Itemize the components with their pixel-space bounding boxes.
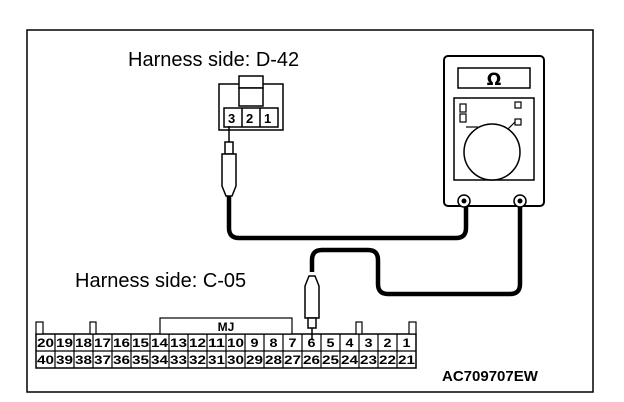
- c05-pin-label: 25: [322, 353, 339, 367]
- c05-pin-label: 12: [189, 336, 206, 350]
- c05-pin-label: 13: [170, 336, 187, 350]
- connector-d42: 3 2 1: [218, 75, 284, 131]
- c05-pin-label: 9: [251, 336, 259, 350]
- c05-pin-label: 4: [346, 336, 354, 350]
- d42-pin-label: 3: [228, 111, 235, 126]
- c05-pin-label: 17: [94, 336, 111, 350]
- c05-pin-label: 31: [208, 353, 225, 367]
- c05-pin-label: 34: [151, 353, 168, 367]
- c05-pin-label: 18: [75, 336, 92, 350]
- c05-pin-label: 14: [151, 336, 168, 350]
- ohm-symbol: Ω: [487, 70, 501, 90]
- harness-c05-label: Harness side: C-05: [75, 270, 246, 292]
- harness-d42-label: Harness side: D-42: [128, 49, 299, 71]
- mj-label: MJ: [218, 320, 235, 334]
- c05-pin-label: 8: [270, 336, 278, 350]
- c05-pin-label: 27: [284, 353, 301, 367]
- c05-pin-label: 24: [341, 353, 358, 367]
- c05-pin-label: 20: [37, 336, 54, 350]
- c05-pin-label: 6: [308, 336, 316, 350]
- test-probe-icon: [221, 126, 237, 197]
- c05-pin-label: 21: [398, 353, 415, 367]
- c05-pin-label: 16: [113, 336, 130, 350]
- diagram-frame: [26, 29, 594, 393]
- wire-d42-to-meter: [226, 196, 469, 241]
- test-probe-icon: [304, 275, 320, 340]
- c05-pin-label: 22: [379, 353, 396, 367]
- c05-pin-label: 15: [132, 336, 149, 350]
- c05-pin-label: 5: [327, 336, 335, 350]
- wire-c05-to-meter: [309, 205, 523, 297]
- c05-pin-label: 1: [403, 336, 411, 350]
- c05-pin-label: 3: [365, 336, 373, 350]
- c05-pin-label: 19: [56, 336, 73, 350]
- c05-pin-label: 30: [227, 353, 244, 367]
- c05-pin-label: 26: [303, 353, 320, 367]
- d42-pin-label: 2: [246, 111, 253, 126]
- ohmmeter-icon: Ω: [443, 55, 545, 208]
- c05-pin-label: 35: [132, 353, 149, 367]
- c05-pin-label: 2: [384, 336, 392, 350]
- c05-pin-label: 36: [113, 353, 130, 367]
- c05-pin-label: 23: [360, 353, 377, 367]
- c05-pin-label: 40: [37, 353, 54, 367]
- c05-pin-label: 11: [208, 336, 225, 350]
- c05-pin-label: 29: [246, 353, 263, 367]
- c05-pin-label: 7: [289, 336, 297, 350]
- c05-pin-label: 37: [94, 353, 111, 367]
- figure-code: AC709707EW: [442, 368, 539, 385]
- c05-pin-label: 39: [56, 353, 73, 367]
- c05-pin-label: 32: [189, 353, 206, 367]
- d42-pin-label: 1: [264, 111, 271, 126]
- c05-pin-label: 28: [265, 353, 282, 367]
- c05-pin-label: 10: [227, 336, 244, 350]
- c05-pin-label: 38: [75, 353, 92, 367]
- c05-pin-label: 33: [170, 353, 187, 367]
